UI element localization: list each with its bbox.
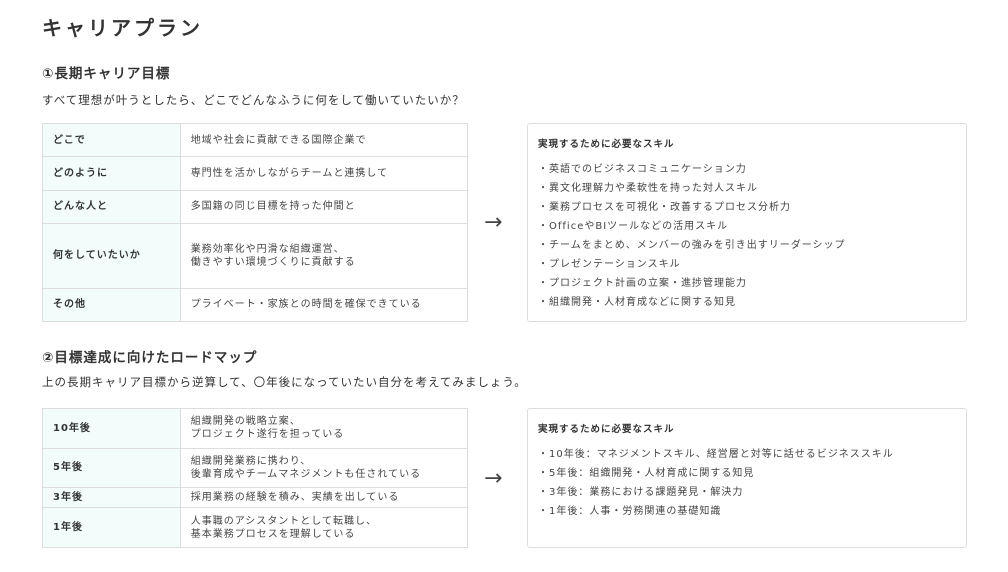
skill-item: OfficeやBIツールなどの活用スキル [538, 217, 956, 236]
skill-item: 1年後：人事・労務関連の基礎知識 [538, 502, 956, 521]
section2-heading: ②目標達成に向けたロードマップ [42, 350, 258, 366]
page-title: キャリアプラン [42, 16, 203, 40]
row-label: どんな人と [42, 189, 181, 225]
row-value: 組織開発の戦略立案、 プロジェクト遂行を担っている [179, 408, 469, 449]
row-label: 1年後 [42, 507, 181, 548]
row-label: 何をしていたいか [42, 223, 181, 289]
row-label: 5年後 [42, 447, 181, 488]
section2-subtitle: 上の長期キャリア目標から逆算して、〇年後になっていたい自分を考えてみましょう。 [42, 375, 527, 389]
row-value: 専門性を活かしながらチームと連携して [179, 156, 469, 191]
skill-item: 5年後：組織開発・人材育成に関する知見 [538, 464, 956, 483]
arrow-right-icon: → [484, 466, 503, 491]
table-row: どんな人と多国籍の同じ目標を持った仲間と [42, 189, 469, 225]
row-value: 人事職のアシスタントとして転職し、 基本業務プロセスを理解している [179, 507, 469, 548]
row-value: 組織開発業務に携わり、 後輩育成やチームマネジメントも任されている [179, 447, 469, 488]
skill-item: 3年後：業務における課題発見・解決力 [538, 483, 956, 502]
row-label: どこで [42, 122, 181, 158]
skill-item: 異文化理解力や柔軟性を持った対人スキル [538, 179, 956, 198]
table-row: 何をしていたいか業務効率化や円滑な組織運営、 働きやすい環境づくりに貢献する [42, 223, 469, 289]
table-row: 3年後採用業務の経験を積み、実績を出している [42, 486, 469, 509]
table-row: その他プライベート・家族との時間を確保できている [42, 287, 469, 323]
skills-box-1: 実現するために必要なスキル 英語でのビジネスコミュニケーション力異文化理解力や柔… [527, 123, 967, 322]
table-row: どこで地域や社会に貢献できる国際企業で [42, 122, 469, 158]
skill-item: プレゼンテーションスキル [538, 255, 956, 274]
row-label: 10年後 [42, 408, 181, 449]
row-label: その他 [42, 287, 181, 323]
skill-item: 組織開発・人材育成などに関する知見 [538, 293, 956, 312]
skills-box-2: 実現するために必要なスキル 10年後：マネジメントスキル、経営層と対等に話せるビ… [527, 408, 967, 548]
row-value: 多国籍の同じ目標を持った仲間と [179, 189, 469, 225]
row-label: 3年後 [42, 486, 181, 509]
row-value: 地域や社会に貢献できる国際企業で [179, 122, 469, 158]
skill-item: プロジェクト計画の立案・進捗管理能力 [538, 274, 956, 293]
row-value: 業務効率化や円滑な組織運営、 働きやすい環境づくりに貢献する [179, 223, 469, 289]
skills-heading: 実現するために必要なスキル [538, 424, 675, 435]
row-value: 採用業務の経験を積み、実績を出している [179, 486, 469, 509]
section1-heading: ①長期キャリア目標 [42, 66, 171, 82]
long-term-goal-table: どこで地域や社会に貢献できる国際企業でどのように専門性を活かしながらチームと連携… [42, 122, 469, 323]
arrow-right-icon: → [484, 210, 503, 235]
row-label: どのように [42, 156, 181, 191]
section1-subtitle: すべて理想が叶うとしたら、どこでどんなふうに何をして働いていたいか？ [42, 93, 465, 107]
skills-heading: 実現するために必要なスキル [538, 139, 675, 150]
skill-item: チームをまとめ、メンバーの強みを引き出すリーダーシップ [538, 236, 956, 255]
skill-item: 英語でのビジネスコミュニケーション力 [538, 160, 956, 179]
skill-item: 業務プロセスを可視化・改善するプロセス分析力 [538, 198, 956, 217]
table-row: 1年後人事職のアシスタントとして転職し、 基本業務プロセスを理解している [42, 507, 469, 548]
skill-item: 10年後：マネジメントスキル、経営層と対等に話せるビジネススキル [538, 445, 956, 464]
table-row: 5年後組織開発業務に携わり、 後輩育成やチームマネジメントも任されている [42, 447, 469, 488]
table-row: 10年後組織開発の戦略立案、 プロジェクト遂行を担っている [42, 408, 469, 449]
row-value: プライベート・家族との時間を確保できている [179, 287, 469, 323]
table-row: どのように専門性を活かしながらチームと連携して [42, 156, 469, 191]
